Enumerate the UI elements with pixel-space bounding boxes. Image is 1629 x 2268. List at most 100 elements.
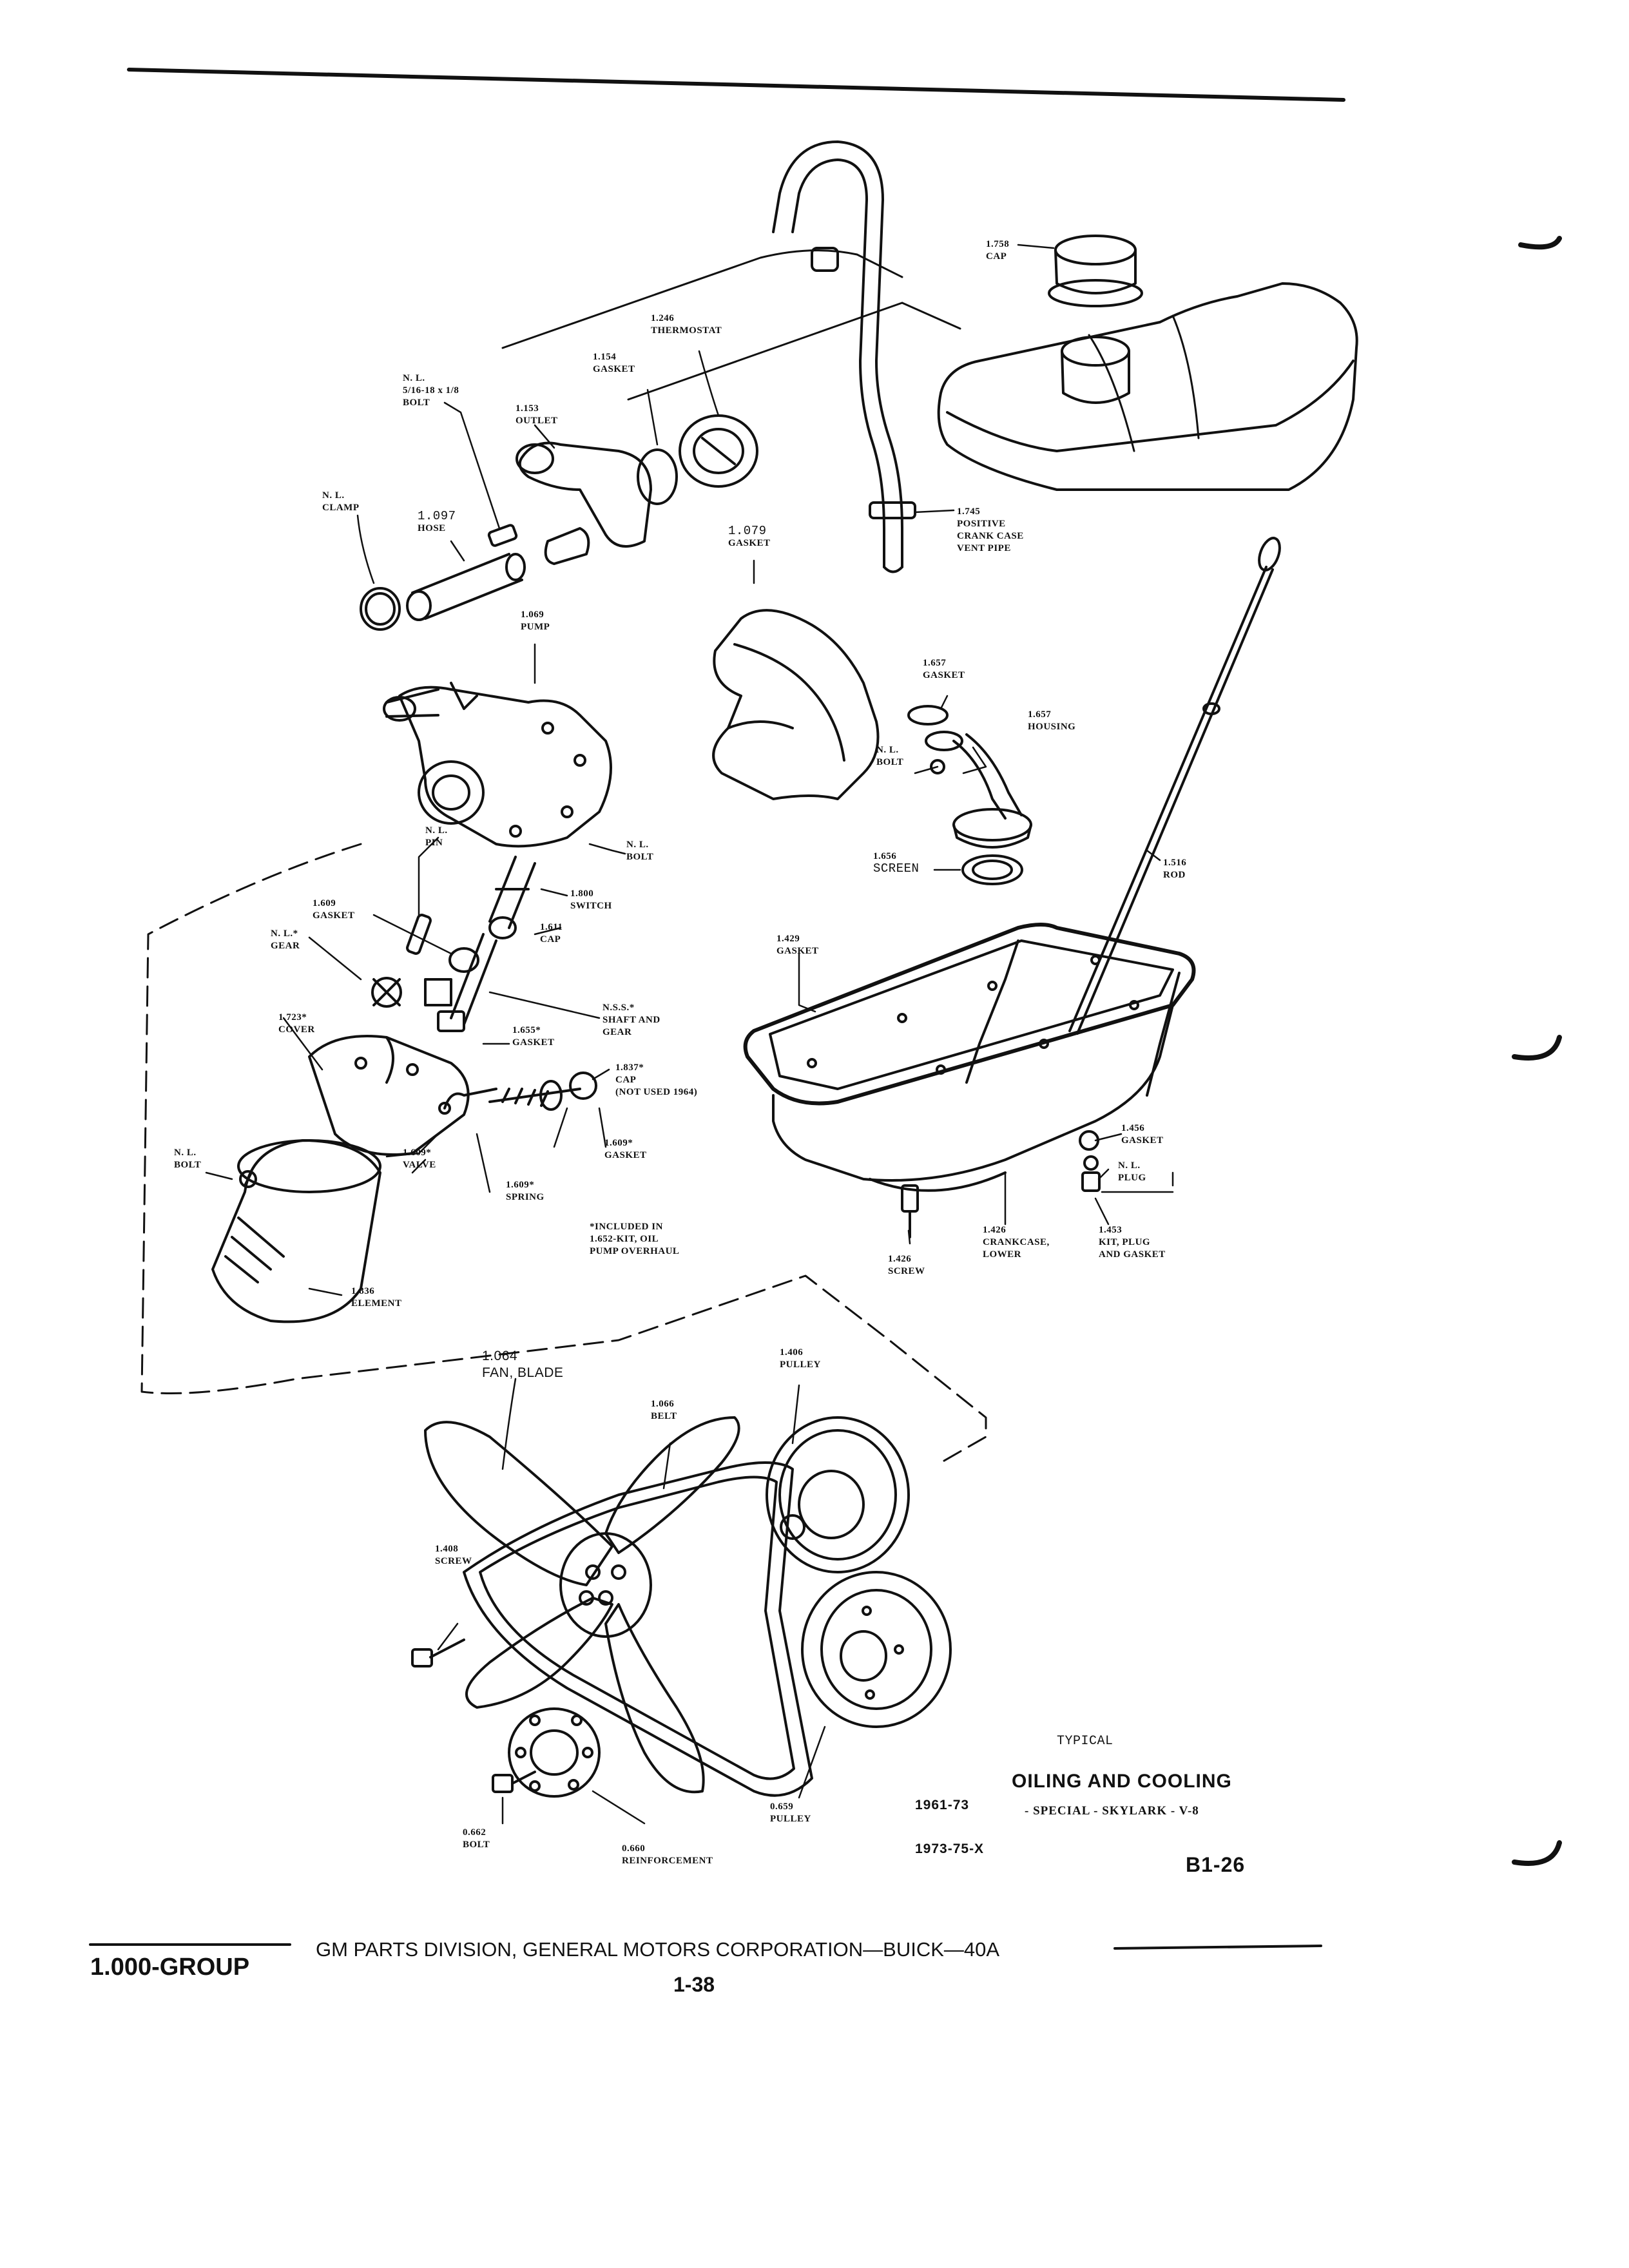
- footer-rule-right: [1113, 1945, 1322, 1950]
- note-line: 1.652-KIT, OIL: [590, 1234, 659, 1244]
- footer-page: 1-38: [673, 1973, 715, 1996]
- part-number: 1.745: [957, 506, 981, 517]
- part-number: 1.609*: [604, 1138, 633, 1148]
- footer-division: GM PARTS DIVISION, GENERAL MOTORS CORPOR…: [316, 1938, 1000, 1961]
- part-name: SWITCH: [570, 901, 612, 911]
- part-name: SCREW: [435, 1556, 472, 1566]
- part-number: N.S.S.*: [602, 1003, 635, 1013]
- part-number: 1.426: [888, 1254, 912, 1264]
- part-number: 1.516: [1163, 858, 1187, 868]
- part-number: 1.246: [651, 313, 675, 323]
- part-name: GASKET: [313, 910, 355, 921]
- part-name: BOLT: [403, 398, 430, 408]
- part-name: BOLT: [174, 1160, 202, 1170]
- leader-lines: [205, 244, 1174, 1825]
- part-number: 1.609*: [506, 1180, 535, 1190]
- part-name: PIN: [425, 838, 443, 848]
- manifold-outline-drawing: [501, 249, 961, 401]
- caption-code: B1-26: [1186, 1853, 1246, 1876]
- part-name: GEAR: [271, 941, 300, 951]
- part-number: 1.069: [521, 610, 545, 620]
- caption-title: OILING AND COOLING: [1012, 1771, 1232, 1792]
- caption-years2: 1973-75-X: [915, 1841, 985, 1856]
- part-name: HOSE: [418, 523, 446, 533]
- part-number: 1.429: [776, 934, 800, 944]
- caption-typical: TYPICAL: [1057, 1734, 1113, 1749]
- group-outline: [140, 843, 987, 1464]
- label-cover: 1.723*COVER: [278, 1012, 315, 1036]
- part-name: GASKET: [923, 670, 965, 680]
- part-name: BOLT: [876, 757, 904, 767]
- label-shaft: N.S.S.* SHAFT AND GEAR: [602, 1002, 660, 1039]
- part-number: 1.609: [313, 898, 336, 908]
- part-name: PLUG: [1118, 1173, 1146, 1183]
- caption-years: 1961-73: [915, 1798, 970, 1812]
- part-name: BELT: [651, 1411, 677, 1421]
- part-number: 1.154: [593, 352, 617, 362]
- header-rule: [127, 68, 1345, 102]
- note-line: PUMP OVERHAUL: [590, 1246, 680, 1256]
- part-name: GASKET: [512, 1037, 555, 1048]
- part-name: VALVE: [403, 1160, 436, 1170]
- part-name: POSITIVE: [957, 519, 1006, 529]
- pan-fasteners-drawing: [901, 1130, 1101, 1238]
- label-plug: N. L. PLUG: [1118, 1160, 1146, 1184]
- label-gasket-609b: 1.609*GASKET: [604, 1137, 647, 1162]
- part-number: 1.611: [540, 922, 563, 932]
- edge-mark-1: [1518, 236, 1562, 250]
- label-bolt-left: N. L. BOLT: [174, 1147, 201, 1171]
- part-number: 1.408: [435, 1544, 459, 1554]
- footer-group: 1.000-GROUP: [90, 1954, 250, 1981]
- oil-pan-drawing: [743, 923, 1196, 1192]
- part-number: 1.097: [418, 509, 456, 523]
- part-number: 1.723*: [278, 1012, 307, 1023]
- edge-mark-2: [1512, 1035, 1562, 1061]
- part-name: GASKET: [1121, 1135, 1164, 1146]
- part-name: REINFORCEMENT: [622, 1856, 713, 1866]
- part-name: CLAMP: [322, 503, 360, 513]
- part-number: 1.079: [728, 524, 767, 538]
- part-number: 1.609*: [403, 1148, 432, 1158]
- pump-gasket-drawing: [712, 609, 880, 800]
- part-name: PULLEY: [780, 1360, 821, 1370]
- part-number: N. L.: [876, 745, 899, 755]
- part-number: 1.456: [1121, 1123, 1145, 1133]
- part-number: 1.655*: [512, 1025, 541, 1035]
- part-number: 1.656: [873, 851, 897, 861]
- valve-cover-drawing: [937, 235, 1358, 491]
- part-number: N. L.: [1118, 1160, 1141, 1171]
- part-name: SHAFT AND: [602, 1015, 660, 1025]
- label-pump-bolt: N. L.BOLT: [626, 839, 653, 863]
- part-name: ELEMENT: [351, 1298, 402, 1309]
- part-name: CRANKCASE,: [983, 1237, 1050, 1247]
- part-number: 1.657: [1028, 709, 1052, 720]
- part-number: 1.453: [1099, 1225, 1123, 1235]
- part-name: CAP: [986, 251, 1007, 262]
- part-name: CRANK CASE: [957, 531, 1024, 541]
- part-name: ROD: [1163, 870, 1186, 880]
- part-name: GEAR: [602, 1027, 632, 1037]
- label-spring: 1.609*SPRING: [506, 1179, 545, 1204]
- part-number: N. L.*: [271, 928, 298, 939]
- part-name: CAP: [615, 1075, 637, 1085]
- part-number: 1.836: [351, 1286, 375, 1296]
- fan-belt-pulley-drawing: [411, 1416, 952, 1798]
- part-number: N. L.: [174, 1148, 197, 1158]
